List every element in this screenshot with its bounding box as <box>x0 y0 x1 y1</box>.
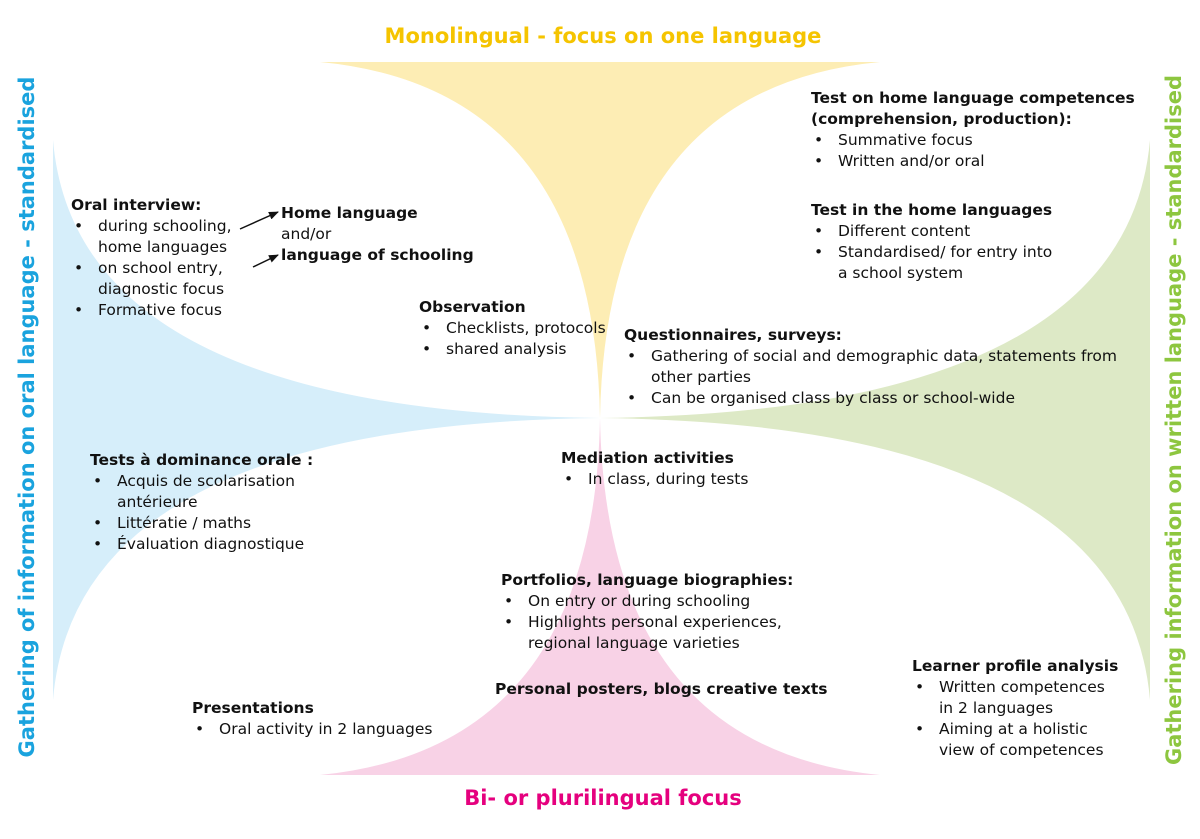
list-item: shared analysis <box>419 339 619 360</box>
oral-interview-title: Oral interview: <box>71 196 202 214</box>
questionnaires-block: Questionnaires, surveys: Gathering of so… <box>624 325 1144 409</box>
arrow-to-language-of-schooling <box>252 254 279 268</box>
learner-profile-title: Learner profile analysis <box>912 657 1119 675</box>
portfolios-title: Portfolios, language biographies: <box>501 571 794 589</box>
list-item: during schooling, home languages <box>71 216 251 258</box>
presentations-block: Presentations Oral activity in 2 languag… <box>192 698 472 740</box>
list-item: Aiming at a holistic view of competences <box>912 719 1122 761</box>
list-item: In class, during tests <box>561 469 811 490</box>
axis-label-oral-language: Gathering of information on oral languag… <box>15 76 39 758</box>
tests-orale-title: Tests à dominance orale : <box>90 451 314 469</box>
portfolios-block: Portfolios, language biographies: On ent… <box>501 570 821 654</box>
list-item: Acquis de scolarisation antérieure <box>90 471 330 513</box>
home-language-block: Home language and/or language of schooli… <box>281 203 501 266</box>
list-item: Checklists, protocols <box>419 318 619 339</box>
list-item: Évaluation diagnostique <box>90 534 330 555</box>
list-item: Standardised/ for entry into a school sy… <box>811 242 1061 284</box>
tests-orale-block: Tests à dominance orale : Acquis de scol… <box>90 450 330 555</box>
oral-interview-block: Oral interview: during schooling, home l… <box>71 195 251 321</box>
list-item: Written competences in 2 languages <box>912 677 1122 719</box>
questionnaires-title: Questionnaires, surveys: <box>624 326 842 344</box>
learner-profile-block: Learner profile analysis Written compete… <box>912 656 1122 761</box>
axis-label-plurilingual: Bi- or plurilingual focus <box>464 786 742 810</box>
mediation-title: Mediation activities <box>561 449 734 467</box>
list-item: Highlights personal experiences, regiona… <box>501 612 821 654</box>
home-language-label: Home language <box>281 204 418 222</box>
list-item: Littératie / maths <box>90 513 330 534</box>
language-of-schooling-label: language of schooling <box>281 246 474 264</box>
and-or-label: and/or <box>281 225 332 243</box>
axis-label-written-language: Gathering information on written languag… <box>1162 74 1186 766</box>
presentations-title: Presentations <box>192 699 314 717</box>
list-item: Written and/or oral <box>811 151 1151 172</box>
observation-block: Observation Checklists, protocols shared… <box>419 297 619 360</box>
oral-shape <box>53 140 600 700</box>
list-item: Different content <box>811 221 1061 242</box>
list-item: Can be organised class by class or schoo… <box>624 388 1144 409</box>
test-home-languages-title: Test in the home languages <box>811 201 1053 219</box>
axis-label-monolingual: Monolingual - focus on one language <box>384 24 822 48</box>
posters-title: Personal posters, blogs creative texts <box>495 680 828 698</box>
list-item: On entry or during schooling <box>501 591 821 612</box>
test-home-languages-block: Test in the home languages Different con… <box>811 200 1061 284</box>
observation-title: Observation <box>419 298 526 316</box>
mediation-block: Mediation activities In class, during te… <box>561 448 811 490</box>
list-item: on school entry, diagnostic focus <box>71 258 251 300</box>
written-shape <box>600 140 1150 700</box>
list-item: Summative focus <box>811 130 1151 151</box>
list-item: Oral activity in 2 languages <box>192 719 472 740</box>
test-home-competences-block: Test on home language competences (compr… <box>811 88 1151 172</box>
list-item: Gathering of social and demographic data… <box>624 346 1144 388</box>
test-home-competences-title: Test on home language competences (compr… <box>811 89 1135 128</box>
list-item: Formative focus <box>71 300 251 321</box>
monolingual-shape <box>320 62 880 418</box>
posters-block: Personal posters, blogs creative texts <box>495 679 835 700</box>
